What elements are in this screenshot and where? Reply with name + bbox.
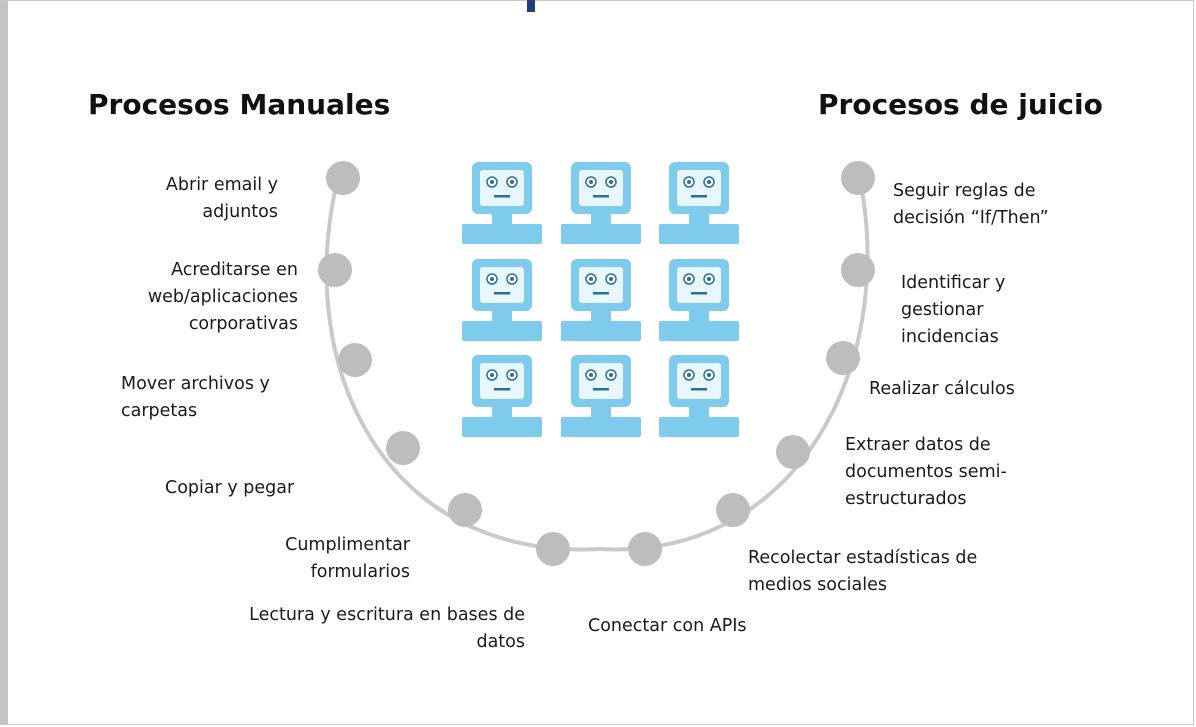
robot-monitor-icon [561,259,641,341]
process-node-icon [536,532,570,566]
right-item-1: Seguir reglas de decisión “If/Then” [893,181,1049,228]
robot-monitor-icon [561,355,641,437]
right-item-2: Identificar y gestionar incidencias [901,273,1006,347]
process-node-icon [776,435,810,469]
process-node-icon [628,532,662,566]
left-item-4: Copiar y pegar [165,478,295,498]
robot-monitor-icon [561,162,641,244]
process-node-icon [716,493,750,527]
process-node-icon [386,431,420,465]
left-item-2: Acreditarse en web/aplicaciones corporat… [147,260,298,334]
accent-bar [527,0,535,12]
robot-monitor-icon [462,355,542,437]
process-node-icon [841,161,875,195]
left-item-3: Mover archivos y carpetas [121,374,270,421]
robot-monitor-icon [659,355,739,437]
right-item-6: Conectar con APIs [588,616,747,636]
left-title: Procesos Manuales [88,88,391,121]
process-node-icon [326,161,360,195]
left-item-5: Cumplimentar formularios [285,535,410,582]
right-title: Procesos de juicio [818,88,1103,121]
right-item-5: Recolectar estadísticas de medios social… [748,548,978,595]
robot-monitor-icon [462,259,542,341]
process-node-icon [318,253,352,287]
process-node-icon [338,343,372,377]
process-node-icon [841,253,875,287]
robot-monitor-icon [462,162,542,244]
process-node-icon [826,341,860,375]
robot-monitor-icon [659,259,739,341]
right-item-3: Realizar cálculos [869,379,1015,399]
left-item-6: Lectura y escritura en bases de datos [249,605,525,652]
right-item-4: Extraer datos de documentos semi- estruc… [845,435,1007,509]
process-node-icon [448,493,482,527]
left-item-1: Abrir email y adjuntos [165,175,278,222]
robot-monitor-icon [659,162,739,244]
